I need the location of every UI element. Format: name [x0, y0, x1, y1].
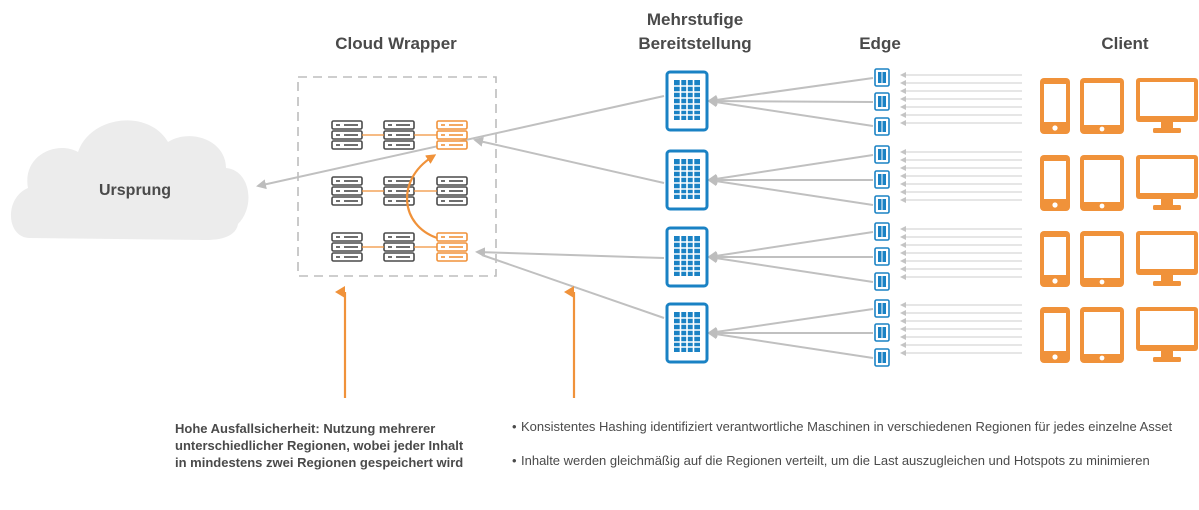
edge-server-icon: [874, 68, 890, 87]
header-tiered-distribution: Mehrstufige Bereitstellung: [615, 8, 775, 56]
phone-icon: [1040, 155, 1070, 211]
tablet-icon: [1080, 307, 1124, 363]
edge-to-tier-lines: [707, 77, 874, 359]
server-rack-orange-icon: [436, 232, 468, 262]
resilience-note: Hohe Ausfallsicherheit: Nutzung mehrerer…: [175, 421, 464, 470]
monitor-icon: [1136, 231, 1198, 286]
header-tiered-line2: Bereitstellung: [638, 34, 752, 53]
building-grid-icon: [665, 149, 709, 211]
edge-server-icon: [874, 299, 890, 318]
edge-server-icon: [874, 222, 890, 241]
server-rack-icon: [383, 120, 415, 150]
origin-label: Ursprung: [99, 182, 171, 199]
edge-server-icon: [874, 117, 890, 136]
server-rack-icon: [331, 232, 363, 262]
server-rack-icon: [436, 176, 468, 206]
tier-nodes: [665, 70, 709, 364]
client-devices: [1040, 78, 1198, 363]
tablet-icon: [1080, 231, 1124, 287]
origin-cloud-icon: [10, 120, 249, 240]
tablet-icon: [1080, 155, 1124, 211]
header-tiered-line1: Mehrstufige: [646, 10, 744, 29]
edge-server-icon: [874, 92, 890, 111]
edge-server-icon: [874, 247, 890, 266]
edge-nodes: [874, 68, 890, 367]
header-client: Client: [1101, 34, 1149, 53]
client-request-arrows: [900, 72, 1022, 356]
building-grid-icon: [665, 226, 709, 288]
server-rack-icon: [383, 232, 415, 262]
tablet-icon: [1080, 78, 1124, 134]
phone-icon: [1040, 78, 1070, 134]
bullet-consistent-hashing: Konsistentes Hashing identifiziert veran…: [512, 418, 1182, 435]
phone-icon: [1040, 307, 1070, 363]
header-cloud-wrapper: Cloud Wrapper: [335, 34, 457, 53]
edge-server-icon: [874, 145, 890, 164]
edge-server-icon: [874, 195, 890, 214]
server-rack-orange-icon: [436, 120, 468, 150]
hashing-notes: Konsistentes Hashing identifiziert veran…: [512, 418, 1182, 486]
edge-server-icon: [874, 348, 890, 367]
building-grid-icon: [665, 302, 709, 364]
server-rack-icon: [331, 120, 363, 150]
building-grid-icon: [665, 70, 709, 132]
edge-server-icon: [874, 272, 890, 291]
header-edge: Edge: [859, 34, 901, 53]
bullet-load-distribution: Inhalte werden gleichmäßig auf die Regio…: [512, 452, 1182, 469]
monitor-icon: [1136, 155, 1198, 210]
server-grid: [331, 120, 468, 262]
monitor-icon: [1136, 78, 1198, 133]
edge-server-icon: [874, 323, 890, 342]
server-rack-icon: [331, 176, 363, 206]
monitor-icon: [1136, 307, 1198, 362]
replication-arrow: [406, 154, 438, 240]
edge-server-icon: [874, 170, 890, 189]
phone-icon: [1040, 231, 1070, 287]
